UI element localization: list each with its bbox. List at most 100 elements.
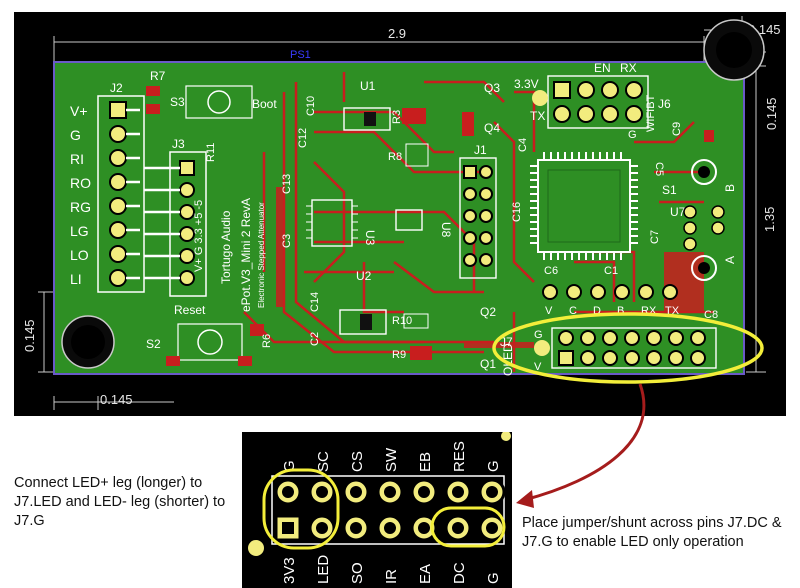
s1-encoder-top — [691, 159, 717, 185]
note-led-connection: Connect LED+ leg (longer) to J7.LED and … — [14, 475, 226, 529]
u8-chip — [395, 209, 423, 231]
q2-label: Q2 — [480, 305, 496, 319]
c1-label: C1 — [604, 265, 618, 277]
zoom-bottom-label: DC — [451, 562, 468, 584]
j7-pin — [646, 350, 662, 366]
j6-label: J6 — [658, 97, 671, 111]
j2-label: J2 — [110, 81, 123, 95]
s2-switch — [177, 323, 243, 361]
j6-pin — [625, 105, 643, 123]
wifibt-label: WIFIBT — [645, 94, 657, 132]
bottom-header-pin — [566, 284, 582, 300]
zoom-pin-hole — [350, 486, 362, 498]
j2-pin-label: LO — [70, 247, 89, 263]
j6-pin — [601, 105, 619, 123]
bottom-header-label: B — [617, 305, 624, 317]
s1-encoder-bottom — [691, 255, 717, 281]
bottom-header-label: V — [545, 305, 553, 317]
r11-label: R11 — [205, 143, 217, 162]
j6-g-label: G — [628, 129, 637, 141]
s1-label: S1 — [662, 183, 677, 197]
s3-switch — [185, 85, 253, 119]
zoom-bottom-label: EA — [417, 564, 434, 584]
j7-pin — [580, 350, 596, 366]
zoom-top-label: G — [281, 460, 298, 472]
j7-g-label: G — [534, 329, 543, 341]
c8-label: C8 — [704, 309, 718, 321]
j3-pin-labels: V+ G 3.3 +5 -5 — [193, 200, 205, 272]
q4-label: Q4 — [484, 121, 500, 135]
r6-label: R6 — [261, 334, 273, 348]
oled-label: OLED — [501, 343, 515, 376]
j2-pin-label: V+ — [70, 103, 88, 119]
j7-pin — [602, 330, 618, 346]
j6-pin — [577, 81, 595, 99]
c16-label: C16 — [511, 202, 523, 222]
led-g-highlight — [262, 468, 340, 550]
j7-highlight-ellipse — [492, 312, 764, 384]
j6-pins — [553, 81, 643, 123]
a-label: A — [723, 256, 737, 264]
q1-label: Q1 — [480, 357, 496, 371]
j3-pin — [179, 182, 195, 198]
zoom-pin-hole — [486, 522, 498, 534]
j1-pin — [463, 253, 477, 267]
c7-label: C7 — [649, 230, 661, 244]
j1-outline — [459, 157, 497, 279]
zoom-edge-dot — [501, 432, 511, 441]
j3-pin — [179, 270, 195, 286]
j7-pins — [558, 330, 706, 366]
j1-pins — [463, 165, 493, 267]
zoom-pin-hole — [316, 522, 328, 534]
j1-pin — [463, 231, 477, 245]
product-description: Electronic Stepped Attenuator — [257, 202, 266, 308]
r9-label: R9 — [392, 349, 406, 361]
j3-pin — [179, 204, 195, 220]
j1-pin — [479, 209, 493, 223]
zoom-header-outline — [271, 475, 505, 545]
j7-pin — [690, 330, 706, 346]
j7-pin — [602, 350, 618, 366]
c13-label: C13 — [281, 174, 293, 194]
r8-label: R8 — [388, 151, 402, 163]
zoom-pins — [274, 478, 506, 542]
reset-label: Reset — [174, 303, 206, 317]
j1-pin — [463, 187, 477, 201]
zoom-pin-hole — [452, 522, 464, 534]
r7-label: R7 — [150, 69, 166, 83]
dim-right-side: 0.145 — [764, 97, 779, 130]
j3-outline — [169, 151, 207, 297]
c9-label: C9 — [671, 122, 683, 136]
bottom-header-pin — [662, 284, 678, 300]
j6-outline — [547, 75, 649, 129]
zoom-bottom-label: SO — [349, 562, 366, 584]
j2-pin-label: RG — [70, 199, 91, 215]
j7-pin — [668, 330, 684, 346]
zoom-pin-hole — [452, 486, 464, 498]
j7-label: J7 — [500, 335, 513, 349]
r10-label: R10 — [392, 315, 412, 327]
j6-pin-square — [553, 81, 571, 99]
en-label: EN — [594, 61, 611, 75]
u2-label: U2 — [356, 269, 372, 283]
j6-pin — [601, 81, 619, 99]
bottom-header-pin — [614, 284, 630, 300]
dim-board-width: 2.9 — [388, 26, 406, 41]
j2-pin-label: RI — [70, 151, 84, 167]
zoom-top-label: RES — [451, 441, 468, 472]
zoom-pin-hole — [384, 486, 396, 498]
dim-right-height: 1.35 — [762, 207, 777, 232]
j2-pin-label: LI — [70, 271, 82, 287]
j7-pin — [558, 330, 574, 346]
c5-label: C5 — [653, 162, 665, 176]
j6-pin — [625, 81, 643, 99]
product-name: Tortugo Audio — [219, 210, 233, 284]
zoom-top-label: G — [485, 460, 502, 472]
zoom-pin-hole — [418, 522, 430, 534]
j7-pin — [624, 330, 640, 346]
zoom-pin-hole — [486, 486, 498, 498]
zoom-pin-hole — [418, 486, 430, 498]
u3-chip — [311, 199, 353, 247]
